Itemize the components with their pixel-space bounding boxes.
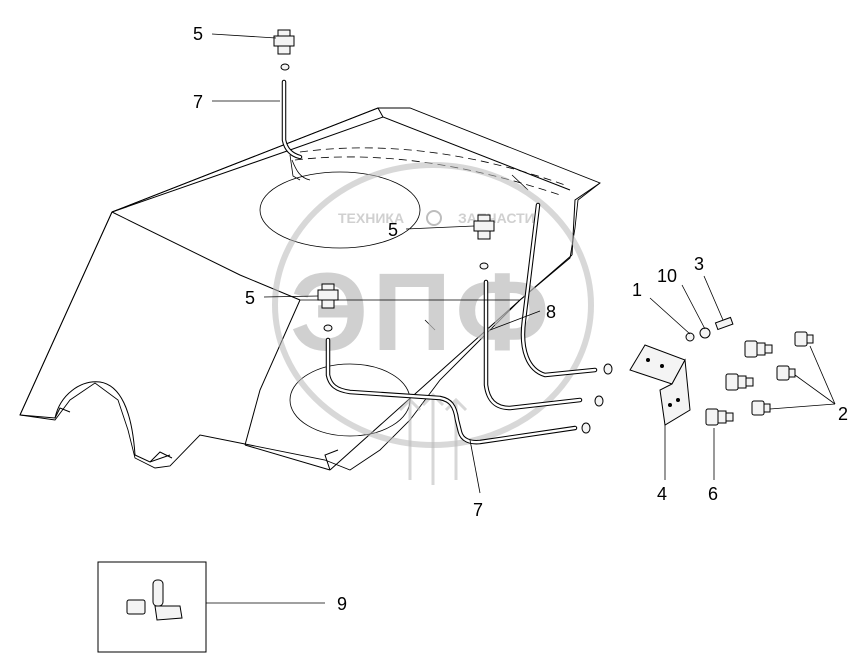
- gear-icon: [426, 210, 442, 226]
- label-7-bottom: 7: [473, 500, 483, 520]
- watermark: ТЕХНИКА ЗАПЧАСТИ ЭПФ: [272, 162, 594, 485]
- watermark-top-left-text: ТЕХНИКА: [338, 210, 404, 226]
- label-3: 3: [694, 254, 704, 274]
- tube-assembly-7-top: [281, 79, 303, 160]
- callout-labels: 5 7 5 5 8 1 10 3 2 4 6 7 9: [193, 24, 848, 614]
- label-7-top: 7: [193, 92, 203, 112]
- watermark-logo-letters: ЭПФ: [290, 251, 553, 374]
- bolt-3: [714, 316, 734, 331]
- label-6: 6: [708, 484, 718, 504]
- tube-end-nuts: [581, 363, 613, 434]
- plug-2-middle: [776, 365, 796, 381]
- label-9: 9: [337, 594, 347, 614]
- watermark-top-right-text: ЗАПЧАСТИ: [458, 210, 535, 226]
- connector-6-top: [744, 340, 773, 358]
- leader-lines: [206, 33, 836, 604]
- label-5-left: 5: [245, 288, 255, 308]
- washer-1: [685, 332, 695, 342]
- plug-2-bottom: [751, 400, 771, 416]
- tube-assembly-7-bottom: [325, 337, 578, 445]
- washer-10: [699, 327, 711, 339]
- label-5-top: 5: [193, 24, 203, 44]
- label-5-middle: 5: [388, 220, 398, 240]
- connector-6-bottom: [705, 408, 734, 426]
- bracket-4: [629, 344, 691, 426]
- fitting-5-top: [273, 29, 295, 71]
- wheat-emblem-icon: [398, 392, 468, 485]
- label-4: 4: [657, 484, 667, 504]
- label-8: 8: [546, 302, 556, 322]
- kit-box-9: [97, 561, 207, 653]
- label-2: 2: [838, 404, 848, 424]
- label-10: 10: [657, 266, 677, 286]
- tube-assembly-8: [483, 202, 598, 411]
- connector-6-middle: [725, 373, 754, 391]
- label-1: 1: [632, 280, 642, 300]
- fitting-5-middle: [473, 214, 495, 270]
- plug-2-top: [794, 331, 814, 347]
